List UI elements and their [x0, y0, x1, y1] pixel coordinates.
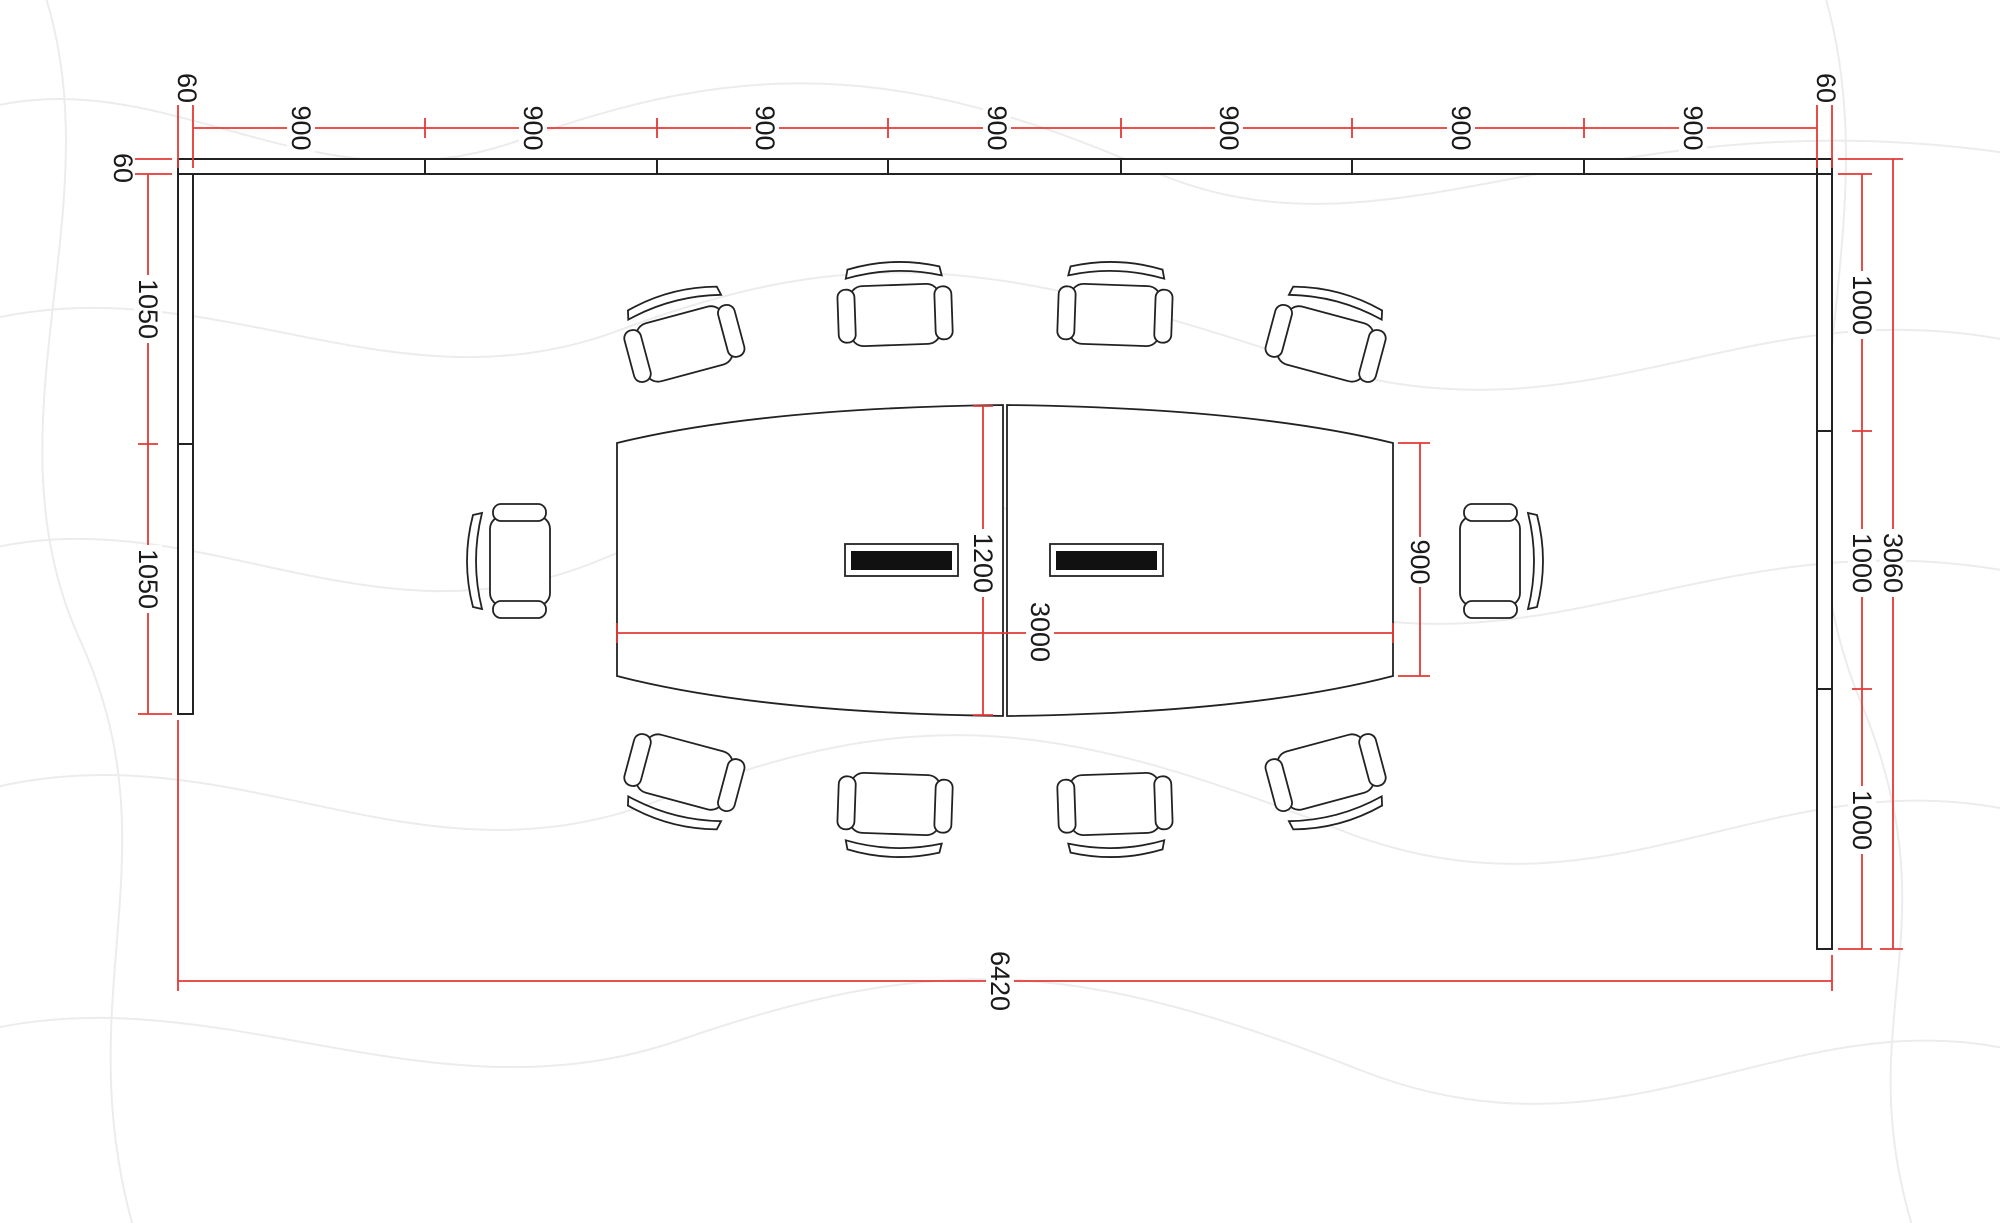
table-top-right-half — [1006, 404, 1394, 717]
dim-top-2: 900 — [518, 105, 548, 150]
table-top-left-half — [616, 404, 1004, 717]
dimension-labels: 900 900 900 900 900 900 900 60 — [108, 73, 1908, 1015]
chair-top-3 — [1056, 259, 1175, 348]
dim-table-width-center: 1200 — [968, 533, 998, 593]
dim-top-right-end: 60 — [1811, 73, 1841, 103]
dim-left-1: 1050 — [133, 279, 163, 339]
dim-top-5: 900 — [1214, 105, 1244, 150]
dim-left-wall-thickness: 60 — [108, 153, 138, 183]
dim-top-left-end: 60 — [172, 73, 202, 103]
dim-table-length: 3000 — [1025, 602, 1055, 662]
chair-bottom-1 — [614, 727, 749, 839]
conference-table — [616, 404, 1394, 717]
dim-top-7: 900 — [1678, 105, 1708, 150]
power-box-icon — [1049, 543, 1164, 577]
power-box-icon — [844, 543, 959, 577]
dim-top-3: 900 — [750, 105, 780, 150]
dim-bottom-total: 6420 — [985, 951, 1015, 1011]
chair-bottom-4 — [1261, 727, 1396, 839]
dim-top-6: 900 — [1446, 105, 1476, 150]
chair-left-end — [466, 503, 551, 619]
dim-table-width-end: 900 — [1405, 539, 1435, 584]
chair-bottom-2 — [835, 771, 954, 860]
dim-left-2: 1050 — [133, 549, 163, 609]
dim-top-1: 900 — [286, 105, 316, 150]
chair-top-4 — [1261, 277, 1396, 389]
dim-right-total: 3060 — [1878, 533, 1908, 593]
partition-walls — [177, 158, 1833, 950]
chair-bottom-3 — [1056, 771, 1175, 860]
chair-right-end — [1459, 503, 1544, 619]
dim-right-1: 1000 — [1847, 275, 1877, 335]
dim-right-3: 1000 — [1847, 790, 1877, 850]
dim-right-2: 1000 — [1847, 533, 1877, 593]
dim-top-4: 900 — [982, 105, 1012, 150]
right-partition — [1816, 158, 1833, 950]
